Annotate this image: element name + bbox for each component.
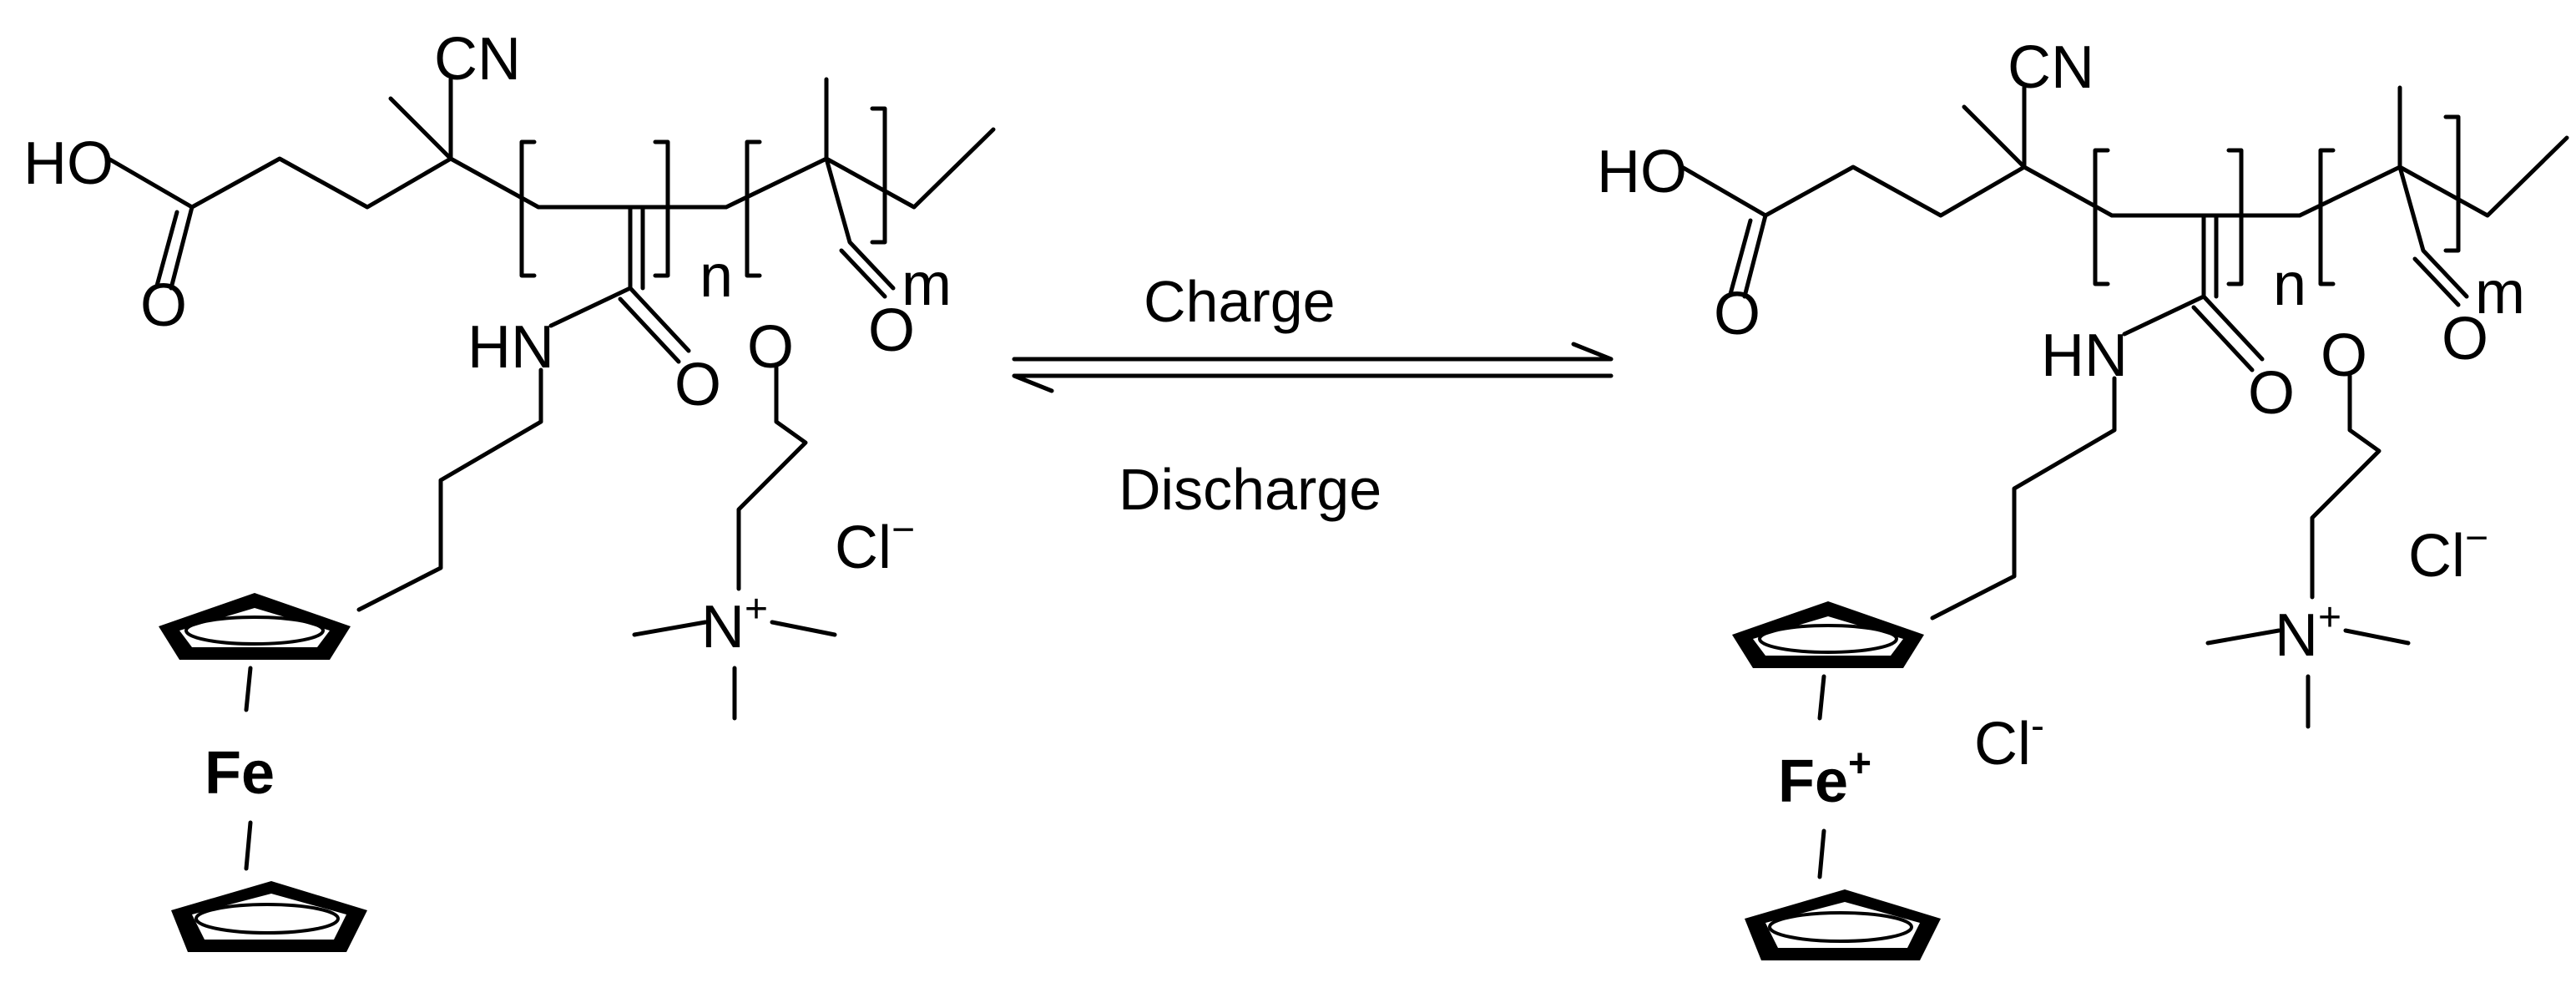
amide-oxygen-label: O <box>674 352 721 418</box>
ferrocenium-polymer-structure: HO O CN HN O O O n m Cl− N+ Fe+ Cl- <box>1597 34 2569 960</box>
ester-carbonyl-oxygen-label: O <box>868 297 915 364</box>
chloride-label: Cl− <box>835 508 915 581</box>
fe-ring-bond-upper <box>1817 674 1826 721</box>
bond-lines <box>106 77 996 721</box>
amide-nh-label: HN <box>467 314 554 381</box>
fe-ring-bond-lower <box>1817 828 1826 879</box>
reverse-arrow <box>1012 373 1614 393</box>
nitrile-label: CN <box>434 26 521 93</box>
acid-oxygen-label: O <box>1714 281 1760 347</box>
amide-oxygen-label: O <box>2248 360 2295 427</box>
charge-label: Charge <box>1144 269 1336 334</box>
acid-oxygen-label: O <box>140 272 187 339</box>
ester-carbonyl-oxygen-label: O <box>2442 306 2488 372</box>
iron-label: Fe+ <box>1778 742 1871 815</box>
discharge-label: Discharge <box>1119 457 1381 522</box>
chloride-label: Cl− <box>2408 516 2488 590</box>
ester-oxygen-label: O <box>747 314 794 381</box>
forward-arrow <box>1012 342 1614 362</box>
ester-oxygen-label: O <box>2321 322 2367 389</box>
repeat-unit-brackets <box>519 106 887 278</box>
iron-label: Fe <box>205 740 275 807</box>
bond-lines <box>1679 85 2569 729</box>
nitrile-label: CN <box>2008 34 2094 101</box>
repeat-n-label: n <box>2273 251 2306 318</box>
cyclopentadienyl-ring-lower <box>171 881 367 952</box>
cyclopentadienyl-ring-upper <box>1732 601 1924 668</box>
ho-label: HO <box>1597 139 1687 205</box>
repeat-m-label: m <box>2475 260 2525 327</box>
ho-label: HO <box>23 130 114 197</box>
cyclopentadienyl-ring-upper <box>159 593 351 660</box>
ferrocenium-chloride-label: Cl- <box>1974 704 2044 778</box>
cyclopentadienyl-ring-lower <box>1745 889 1941 960</box>
fe-ring-bond-lower <box>244 820 253 871</box>
amide-nh-label: HN <box>2041 322 2128 389</box>
repeat-unit-brackets <box>2093 114 2461 286</box>
ammonium-nitrogen-label: N+ <box>701 587 768 661</box>
fe-ring-bond-upper <box>244 666 253 712</box>
repeat-m-label: m <box>902 251 952 318</box>
ammonium-nitrogen-label: N+ <box>2275 595 2341 669</box>
equilibrium-arrows: Charge Discharge <box>1012 269 1614 522</box>
ferrocene-polymer-structure: HO O CN HN O O O n m Cl− N+ Fe <box>23 26 996 952</box>
repeat-n-label: n <box>700 243 733 310</box>
